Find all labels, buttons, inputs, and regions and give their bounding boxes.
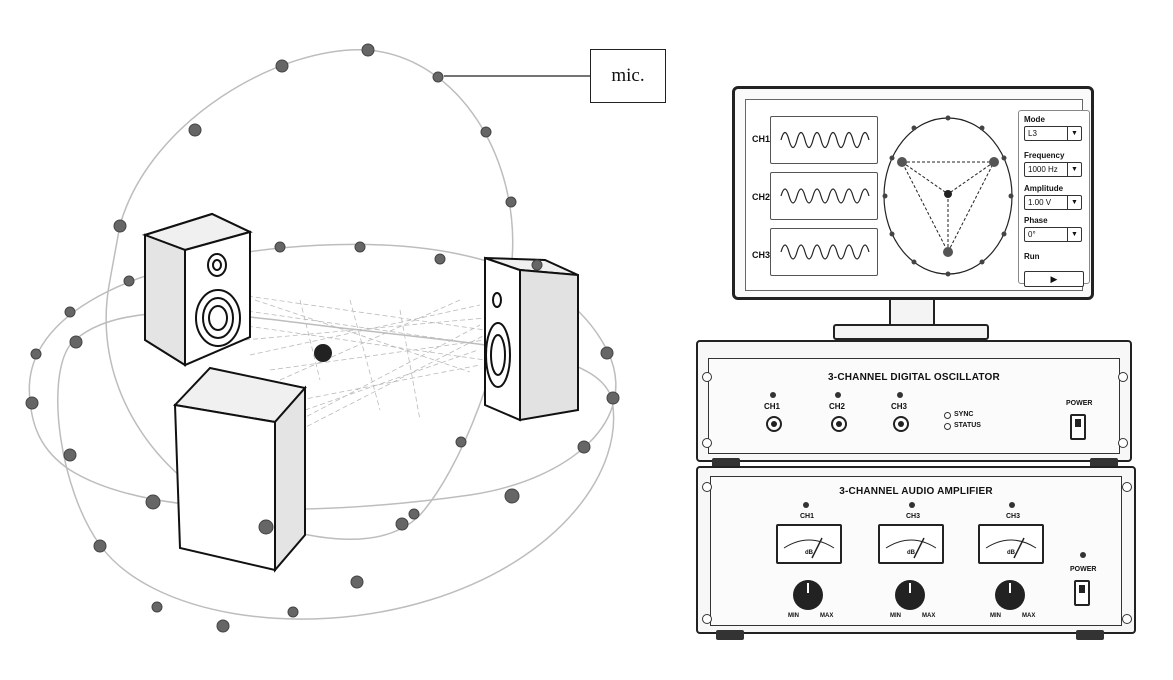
speaker-front <box>172 366 307 573</box>
phase-select[interactable]: 0° ▼ <box>1024 227 1082 242</box>
chevron-down-icon: ▼ <box>1067 127 1081 140</box>
chevron-down-icon: ▼ <box>1067 228 1081 241</box>
oscillator-ch1-label: CH1 <box>764 402 781 411</box>
amplifier-foot <box>716 630 744 640</box>
amp-ch1-vu-meter: dB <box>776 524 842 564</box>
sync-label: SYNC <box>954 411 974 418</box>
monitor: CH1 CH2 CH3 <box>732 86 1094 300</box>
amplifier-title: 3-CHANNEL AUDIO AMPLIFIER <box>839 486 993 497</box>
amp-ch3-knob-min: MIN <box>990 613 1001 619</box>
ch2-led-icon <box>835 392 841 398</box>
run-label: Run <box>1024 252 1040 261</box>
screw-icon <box>1118 438 1128 448</box>
oscillator-screen: CH1 CH2 CH3 <box>745 99 1090 291</box>
oscillator-ch2-output-jack[interactable] <box>831 416 847 432</box>
amp-ch3-led-icon <box>1009 502 1015 508</box>
sync-indicator-icon <box>944 412 951 419</box>
amp-ch1-knob-max: MAX <box>820 613 834 619</box>
screw-icon <box>702 438 712 448</box>
sound-source <box>314 344 332 362</box>
amp-ch3-knob-max: MAX <box>1022 613 1036 619</box>
amp-ch2-knob-max: MAX <box>922 613 936 619</box>
monitor-stand-base <box>833 324 989 340</box>
ch1-led-icon <box>770 392 776 398</box>
oscillator-power-switch[interactable] <box>1070 414 1086 440</box>
amp-ch3-label: CH3 <box>1006 513 1021 520</box>
run-button[interactable]: ▶ <box>1024 271 1084 287</box>
amplifier-unit: 3-CHANNEL AUDIO AMPLIFIER CH1 dB MIN MAX… <box>696 466 1136 634</box>
amp-ch2-label: CH3 <box>906 513 921 520</box>
mode-label: Mode <box>1024 115 1045 124</box>
screw-icon <box>702 482 712 492</box>
mic-callout-label: mic. <box>590 49 666 103</box>
status-indicator-icon <box>944 423 951 430</box>
amp-ch2-vu-meter: dB <box>878 524 944 564</box>
screw-icon <box>702 614 712 624</box>
amplifier-foot <box>1076 630 1104 640</box>
sound-ray-mesh <box>239 294 486 431</box>
chevron-down-icon: ▼ <box>1067 196 1081 209</box>
amp-ch1-meter-unit: dB <box>805 550 813 556</box>
amp-ch1-gain-knob[interactable] <box>793 580 823 610</box>
amp-ch2-meter-unit: dB <box>907 550 915 556</box>
control-panel: Mode L3 ▼ Frequency 1000 Hz ▼ Amplitude … <box>1018 110 1090 287</box>
oscillator-faceplate <box>708 358 1120 454</box>
frequency-select[interactable]: 1000 Hz ▼ <box>1024 162 1082 177</box>
amp-ch1-label: CH1 <box>800 513 815 520</box>
amp-ch3-gain-knob[interactable] <box>995 580 1025 610</box>
play-icon: ▶ <box>1050 274 1058 284</box>
screen-ch3-label: CH3 <box>752 250 771 260</box>
screw-icon <box>1122 614 1132 624</box>
screw-icon <box>1118 372 1128 382</box>
microphone-points <box>25 43 620 633</box>
amp-ch2-led-icon <box>909 502 915 508</box>
ch3-led-icon <box>897 392 903 398</box>
amp-ch1-knob-min: MIN <box>788 613 799 619</box>
ch1-waveform <box>770 116 878 164</box>
amp-ch1-led-icon <box>803 502 809 508</box>
amplitude-select[interactable]: 1.00 V ▼ <box>1024 195 1082 210</box>
speaker-back-left <box>141 212 253 367</box>
amplitude-label: Amplitude <box>1024 184 1064 193</box>
amplifier-power-switch[interactable] <box>1074 580 1090 606</box>
ch2-waveform <box>770 172 878 220</box>
oscillator-power-label: POWER <box>1066 400 1093 407</box>
status-label: STATUS <box>954 422 981 429</box>
monitor-stand-neck <box>889 300 935 326</box>
oscillator-title: 3-CHANNEL DIGITAL OSCILLATOR <box>828 372 1000 383</box>
oscillator-ch3-label: CH3 <box>891 402 908 411</box>
oscillator-ch2-label: CH2 <box>829 402 846 411</box>
amplifier-power-label: POWER <box>1070 566 1097 573</box>
oscillator-ch3-output-jack[interactable] <box>893 416 909 432</box>
array-layout-view <box>882 115 1014 277</box>
amp-ch2-gain-knob[interactable] <box>895 580 925 610</box>
amp-ch3-vu-meter: dB <box>978 524 1044 564</box>
screen-ch2-label: CH2 <box>752 192 771 202</box>
amp-ch3-meter-unit: dB <box>1007 550 1015 556</box>
oscillator-unit: 3-CHANNEL DIGITAL OSCILLATOR CH1 CH2 CH3… <box>696 340 1132 462</box>
chevron-down-icon: ▼ <box>1067 163 1081 176</box>
oscillator-foot <box>1090 458 1118 468</box>
mode-select[interactable]: L3 ▼ <box>1024 126 1082 141</box>
speaker-right <box>484 256 579 422</box>
oscillator-ch1-output-jack[interactable] <box>766 416 782 432</box>
frequency-label: Frequency <box>1024 151 1065 160</box>
amp-ch2-knob-min: MIN <box>890 613 901 619</box>
oscillator-foot <box>712 458 740 468</box>
screen-ch1-label: CH1 <box>752 134 771 144</box>
amp-power-led-icon <box>1080 552 1086 558</box>
screw-icon <box>1122 482 1132 492</box>
ch3-waveform <box>770 228 878 276</box>
screw-icon <box>702 372 712 382</box>
phase-label: Phase <box>1024 216 1048 225</box>
